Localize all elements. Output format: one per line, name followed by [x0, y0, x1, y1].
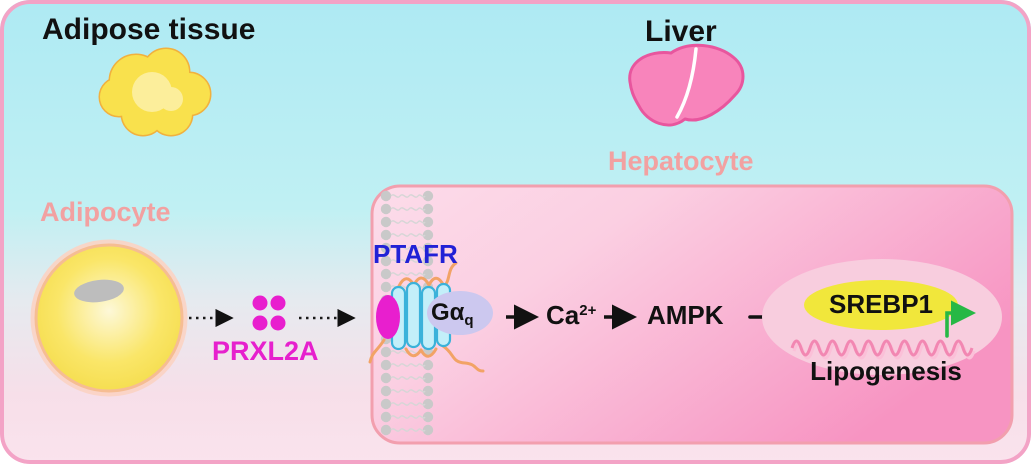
ampk-label: AMPK	[647, 300, 724, 330]
liver-icon	[628, 43, 745, 127]
g-alpha-q-label: Gαq	[431, 300, 474, 329]
hepatocyte-cell-box	[370, 184, 1014, 445]
lipogenesis-label: Lipogenesis	[810, 356, 962, 386]
adipocyte-cell-icon	[30, 239, 188, 397]
dna-coil-icon	[790, 339, 976, 360]
srebp1-label: SREBP1	[828, 289, 934, 319]
srebp1-ellipse-icon	[804, 280, 958, 330]
adipocyte-label: Adipocyte	[40, 197, 171, 227]
calcium-superscript: 2+	[579, 302, 597, 319]
hepatocyte-label: Hepatocyte	[608, 146, 754, 176]
prxl2a-label: PRXL2A	[212, 336, 319, 366]
calcium-text: Ca	[546, 300, 580, 330]
prxl2a-dots-icon	[252, 295, 286, 331]
g-alpha-text: Gα	[431, 299, 465, 326]
calcium-label: Ca2+	[546, 300, 597, 330]
transcription-arrow-icon	[945, 300, 977, 338]
ptafr-label: PTAFR	[373, 239, 458, 269]
liver-label: Liver	[645, 15, 717, 48]
g-alpha-q-icon	[427, 291, 493, 335]
adipocyte-nucleus-icon	[74, 279, 124, 303]
adipose-tissue-label: Adipose tissue	[42, 13, 256, 46]
g-alpha-subscript: q	[464, 312, 474, 329]
adipose-tissue-icon	[98, 47, 212, 137]
prxl2a-ligand-icon	[376, 295, 400, 339]
